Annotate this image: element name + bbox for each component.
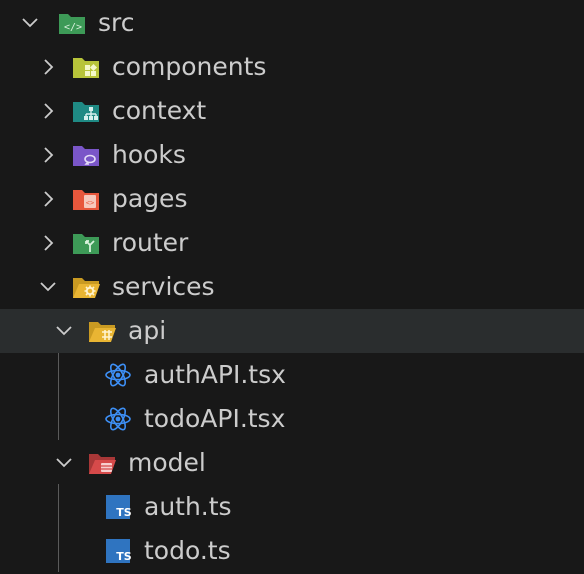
chevron-right-icon[interactable] — [36, 55, 60, 79]
tree-item-auth-ts[interactable]: TS auth.ts — [0, 485, 584, 529]
tree-item-components[interactable]: components — [0, 45, 584, 89]
chevron-right-icon[interactable] — [36, 231, 60, 255]
chevron-down-icon[interactable] — [18, 11, 42, 35]
react-icon — [102, 403, 134, 435]
tree-item-label: authAPI.tsx — [144, 360, 286, 389]
folder-context-icon — [70, 95, 102, 127]
chevron-down-icon[interactable] — [52, 319, 76, 343]
folder-services-icon — [70, 271, 102, 303]
tree-item-label: src — [98, 8, 135, 37]
tree-item-todo-ts[interactable]: TS todo.ts — [0, 529, 584, 573]
tree-item-hooks[interactable]: hooks — [0, 133, 584, 177]
indent-guide — [58, 484, 59, 572]
tree-item-label: todo.ts — [144, 536, 231, 565]
chevron-right-icon[interactable] — [36, 187, 60, 211]
folder-model-icon — [86, 447, 118, 479]
tree-item-context[interactable]: context — [0, 89, 584, 133]
tree-item-src[interactable]: </> src — [0, 1, 584, 45]
tree-item-label: hooks — [112, 140, 186, 169]
folder-hooks-icon — [70, 139, 102, 171]
folder-components-icon — [70, 51, 102, 83]
svg-text:TS: TS — [116, 550, 132, 563]
tree-item-label: router — [112, 228, 189, 257]
tree-item-authapi-tsx[interactable]: authAPI.tsx — [0, 353, 584, 397]
tree-item-model[interactable]: model — [0, 441, 584, 485]
svg-text:<>: <> — [86, 199, 94, 207]
tree-item-pages[interactable]: <> pages — [0, 177, 584, 221]
tree-item-label: api — [128, 316, 167, 345]
chevron-down-icon[interactable] — [52, 451, 76, 475]
tree-item-api[interactable]: api — [0, 309, 584, 353]
react-icon — [102, 359, 134, 391]
folder-pages-icon: <> — [70, 183, 102, 215]
tree-item-label: context — [112, 96, 207, 125]
svg-text:</>: </> — [64, 22, 82, 33]
chevron-down-icon[interactable] — [36, 275, 60, 299]
tree-item-todoapi-tsx[interactable]: todoAPI.tsx — [0, 397, 584, 441]
typescript-icon: TS — [102, 491, 134, 523]
typescript-icon: TS — [102, 535, 134, 567]
folder-api-icon — [86, 315, 118, 347]
tree-item-router[interactable]: router — [0, 221, 584, 265]
tree-item-label: todoAPI.tsx — [144, 404, 286, 433]
tree-item-label: services — [112, 272, 215, 301]
chevron-right-icon[interactable] — [36, 99, 60, 123]
tree-item-label: model — [128, 448, 206, 477]
folder-src-icon: </> — [56, 7, 88, 39]
tree-item-services[interactable]: services — [0, 265, 584, 309]
tree-item-label: components — [112, 52, 267, 81]
svg-text:TS: TS — [116, 506, 132, 519]
chevron-right-icon[interactable] — [36, 143, 60, 167]
tree-item-label: pages — [112, 184, 188, 213]
folder-router-icon — [70, 227, 102, 259]
tree-item-label: auth.ts — [144, 492, 232, 521]
indent-guide — [58, 352, 59, 440]
